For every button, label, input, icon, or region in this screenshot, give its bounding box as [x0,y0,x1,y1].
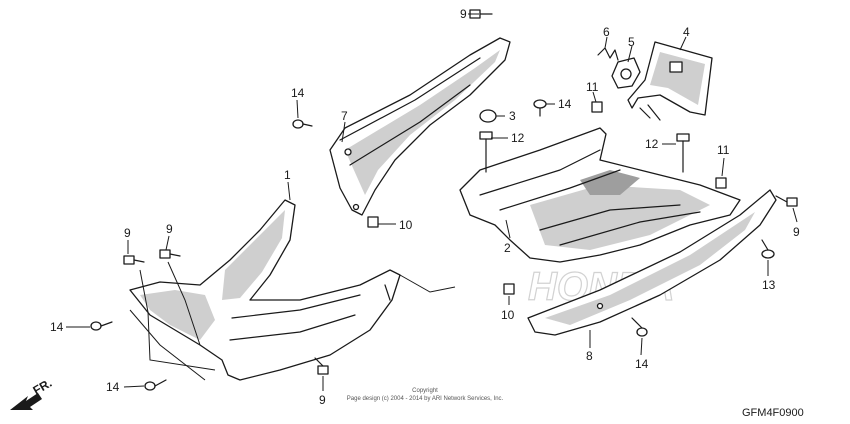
callout-14-b: 14 [558,97,572,111]
bolt-12-a [479,131,493,173]
callout-14-e: 14 [106,380,120,394]
screw-14-a [292,119,313,129]
screw-14-e [631,317,648,337]
part-3-grommet [479,109,497,123]
callout-14-c: 14 [635,357,649,371]
callout-11-a: 11 [586,80,599,94]
bolt-9-b [123,255,145,265]
callout-10-a: 10 [399,218,413,232]
leader-lines [66,13,798,391]
part-1-lower-cover [129,199,401,381]
callout-6: 6 [603,25,610,39]
nut-10-a [367,216,379,228]
callout-7: 7 [341,109,348,123]
callout-9-top: 9 [460,7,467,21]
callout-9-d: 9 [793,225,800,239]
bolt-9-e [314,357,329,375]
screw-14-c [90,321,113,331]
diagram-code: GFM4F0900 [742,407,804,419]
screw-14-d [144,379,167,391]
part-4-cover [627,41,713,121]
part-6-spring [597,47,619,61]
callout-9-b: 9 [124,226,131,240]
callout-11-b: 11 [717,143,730,157]
callout-3: 3 [509,109,516,123]
part-2-floor-cover [459,127,741,263]
callout-13: 13 [762,278,776,292]
part-8-side-cover [527,189,777,336]
callout-labels: 9 6 5 4 14 7 11 3 14 12 12 11 1 10 9 9 2… [50,7,800,407]
callout-14-a: 14 [291,86,305,100]
callout-8: 8 [586,349,593,363]
callout-12-b: 12 [645,137,659,151]
nut-10-b [503,283,515,295]
callout-1: 1 [284,168,291,182]
screw-13 [761,239,775,259]
part-7-inner-cover [329,37,511,216]
bolt-12-b [676,133,690,173]
nut-11-b [715,177,727,189]
callout-12-a: 12 [511,131,525,145]
bolt-9-d [775,195,798,207]
callout-9-e: 9 [319,393,326,407]
screw-14-b [533,99,547,117]
part-11-nut-upper [591,101,603,113]
callout-14-d: 14 [50,320,64,334]
bolt-9-c [159,249,181,259]
copyright-line-1: Copyright [412,388,438,394]
callout-4: 4 [683,25,690,39]
callout-9-c: 9 [166,222,173,236]
copyright-line-2: Page design (c) 2004 - 2014 by ARI Netwo… [347,396,504,402]
callout-5: 5 [628,35,635,49]
callout-2: 2 [504,241,511,255]
callout-10-b: 10 [501,308,515,322]
front-arrow-label: FR. [31,376,55,398]
part-5-clip [611,57,641,89]
front-arrow-icon: FR. [10,376,54,410]
